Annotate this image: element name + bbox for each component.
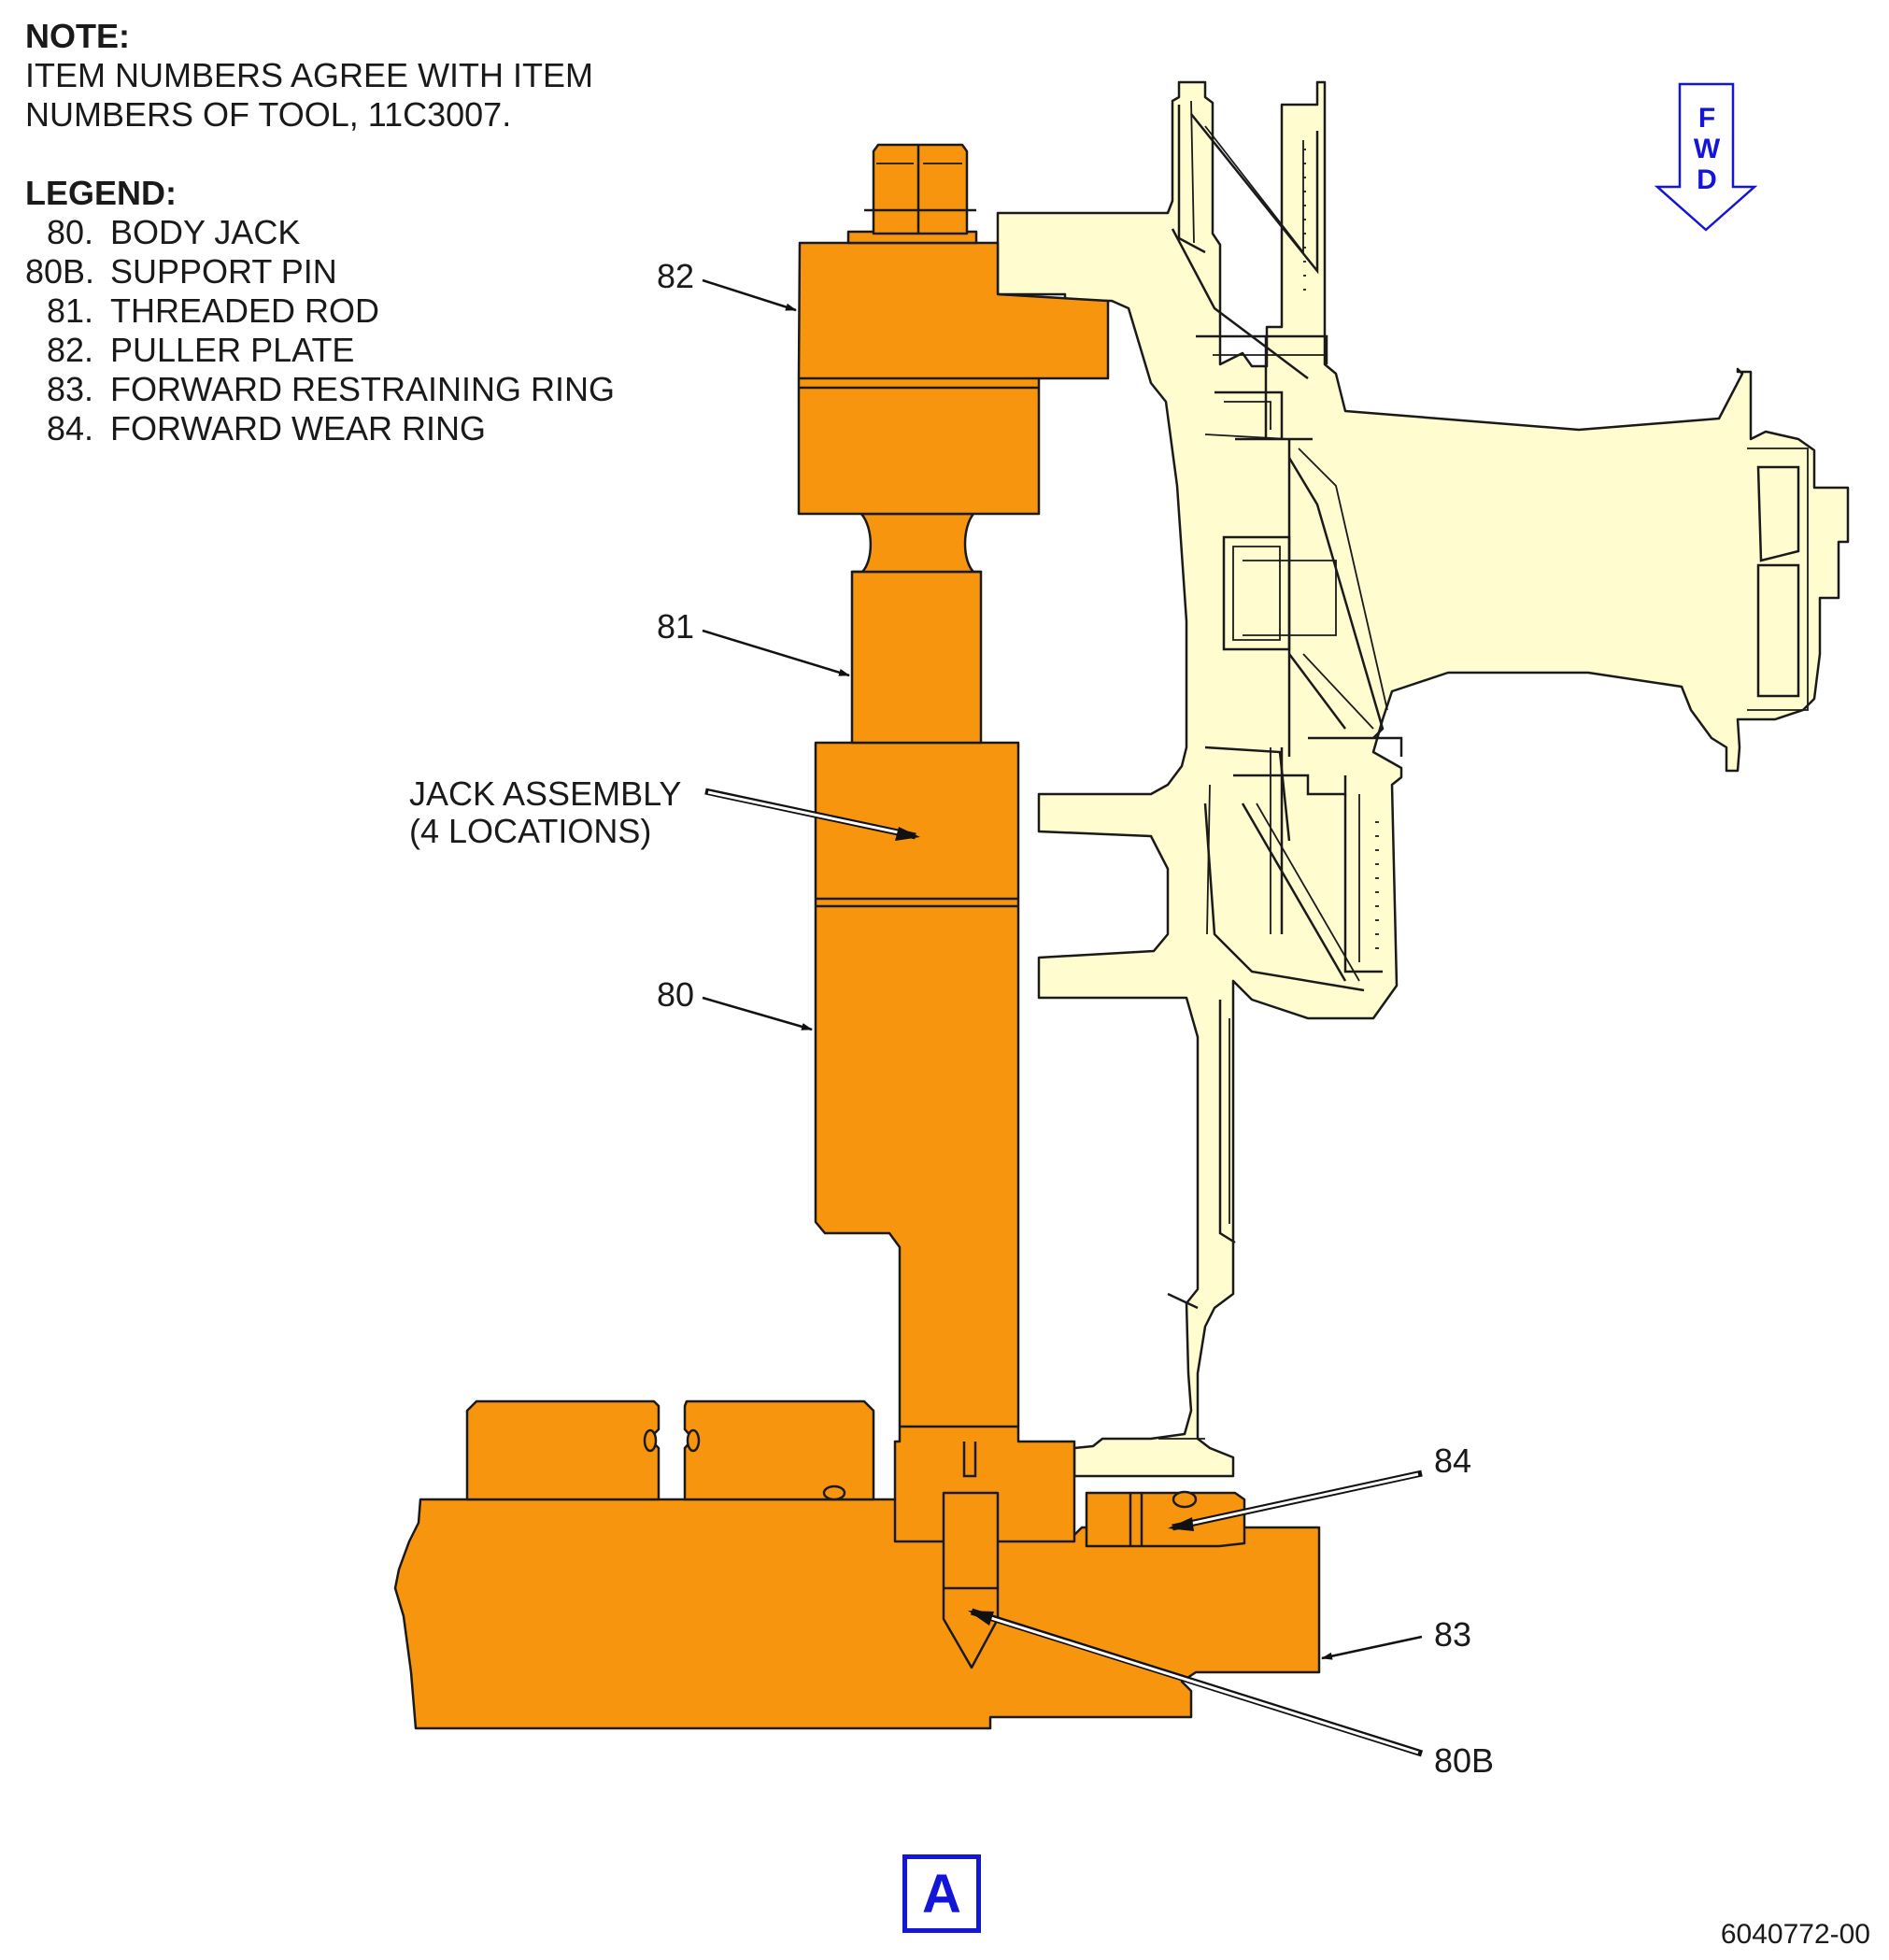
view-label: A [902, 1854, 981, 1933]
legend-item-80b-number: 80B. [25, 252, 95, 291]
figure-id: 6040772-00 [1720, 1919, 1870, 1950]
callout-jack-assembly: JACK ASSEMBLY (4 LOCATIONS) [409, 774, 682, 850]
leader-82 [702, 278, 797, 312]
legend-item-84-number: 84. [47, 409, 94, 447]
legend-item-80-number: 80. [47, 213, 94, 251]
leader-81 [702, 629, 850, 677]
callout-80: 80 [657, 975, 695, 1014]
leader-80b-arrowhead [968, 1611, 994, 1626]
leader-83 [1321, 1635, 1423, 1660]
legend-item-80b-label: SUPPORT PIN [110, 252, 337, 291]
callout-84: 84 [1434, 1442, 1472, 1480]
threaded-rod [850, 512, 983, 745]
legend-item-83-label: FORWARD RESTRAINING RING [110, 370, 616, 408]
leader-lines [702, 278, 1424, 1757]
fwd-label: F W D [1693, 103, 1721, 195]
legend-item-84-label: FORWARD WEAR RING [110, 409, 486, 447]
note-line-1: ITEM NUMBERS AGREE WITH ITEM [25, 56, 594, 94]
leader-80b-inner [975, 1612, 1419, 1754]
support-pin [942, 1491, 1000, 1669]
puller-plate [797, 143, 1110, 516]
callout-81: 81 [657, 607, 695, 646]
legend-heading: LEGEND: [25, 174, 177, 212]
note-line-2: NUMBERS OF TOOL, 11C3007. [25, 95, 512, 134]
restraining-blocks [465, 1399, 875, 1501]
forward-wear-ring [1085, 1490, 1246, 1548]
leader-jack-assembly-inner [707, 790, 916, 838]
fwd-direction-arrow [1654, 82, 1758, 232]
callout-83: 83 [1434, 1615, 1472, 1654]
legend-item-81-number: 81. [47, 291, 94, 330]
body-jack [814, 741, 1076, 1543]
callout-80b: 80B [1434, 1741, 1495, 1780]
engine-part [996, 80, 1850, 1478]
callout-82: 82 [657, 257, 695, 295]
legend-item-83-number: 83. [47, 370, 94, 408]
leader-jack-arrowhead [895, 827, 920, 841]
leader-80 [702, 996, 813, 1031]
leader-84-arrowhead [1168, 1517, 1194, 1531]
note-heading: NOTE: [25, 17, 130, 55]
leader-84-inner [1172, 1472, 1419, 1529]
legend-item-82-number: 82. [47, 331, 94, 369]
legend-item-80-label: BODY JACK [110, 213, 301, 251]
legend-item-82-label: PULLER PLATE [110, 331, 355, 369]
legend-item-81-label: THREADED ROD [110, 291, 380, 330]
